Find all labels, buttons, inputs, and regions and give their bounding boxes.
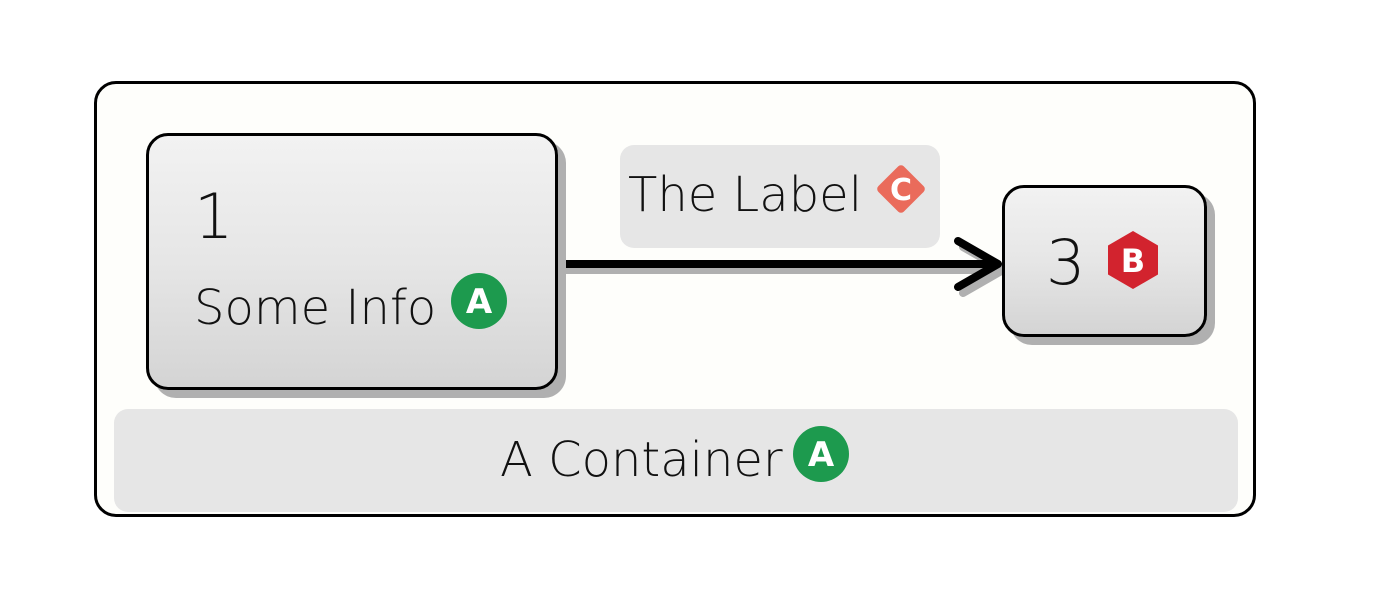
- container-label-box: [114, 409, 1238, 512]
- container-badge-letter: A: [808, 435, 835, 475]
- node-3-number: 3: [1046, 226, 1086, 299]
- node-3-badge-letter: B: [1121, 242, 1145, 280]
- node-1-badge-a-icon: A: [451, 273, 507, 329]
- node-1-info-label: Some Info: [194, 280, 437, 336]
- container-badge-a-icon: A: [793, 426, 849, 482]
- container-label: A Container: [500, 432, 783, 488]
- node-1[interactable]: [146, 133, 558, 390]
- node-1-number: 1: [194, 180, 234, 253]
- node-3[interactable]: [1002, 185, 1207, 337]
- edge-badge-letter: C: [890, 173, 912, 208]
- node-3-badge-b-icon: B: [1108, 231, 1158, 289]
- edge-label: The Label: [628, 167, 863, 223]
- edge-badge-c-icon: C: [877, 165, 925, 213]
- node-1-badge-letter: A: [466, 282, 493, 322]
